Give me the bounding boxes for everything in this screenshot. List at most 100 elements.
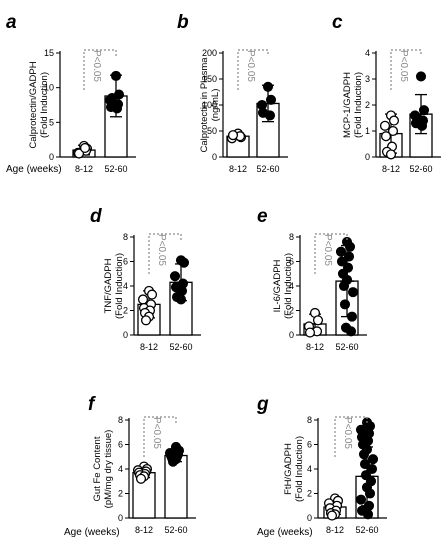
data-point	[137, 294, 149, 305]
data-point	[344, 241, 356, 252]
y-axis-label: Gut Fe Content	[92, 436, 103, 501]
significance-bracket	[143, 416, 177, 457]
x-tick-label: 52-60	[169, 342, 192, 352]
y-tick-label: 6	[289, 257, 294, 267]
x-tick-label: 8-12	[306, 342, 324, 352]
y-tick-label: 6	[307, 440, 312, 450]
data-point	[358, 449, 370, 460]
data-point	[312, 315, 324, 326]
x-tick-label: 8-12	[140, 342, 158, 352]
data-point	[178, 257, 190, 268]
y-tick-label: 3	[365, 74, 370, 84]
data-point	[411, 112, 423, 124]
p-value-annotation: P<0.05	[156, 234, 167, 266]
p-value-annotation: P<0.05	[245, 50, 256, 82]
x-tick-label: 8-12	[229, 164, 247, 174]
data-point	[110, 70, 122, 81]
x-tick-label: 8-12	[135, 525, 153, 535]
y-tick-label: 5	[49, 117, 54, 127]
age-axis-label: Age (weeks)	[64, 527, 120, 538]
data-point	[140, 315, 152, 326]
p-value-annotation: P<0.05	[398, 50, 409, 82]
y-tick-label: 0	[212, 152, 217, 162]
y-tick-label: 0	[118, 513, 123, 523]
data-point	[265, 94, 277, 105]
data-point	[359, 459, 371, 470]
x-tick-label: 52-60	[164, 525, 187, 535]
data-point	[257, 107, 269, 118]
y-tick-label: 4	[307, 464, 312, 474]
data-point	[79, 142, 91, 154]
y-tick-label: 0	[307, 513, 312, 523]
y-axis-label: TNF/GADPH	[103, 258, 114, 313]
data-point	[339, 299, 351, 310]
panel-label: d	[90, 206, 102, 227]
y-tick-label: 100	[202, 100, 217, 110]
significance-bracket	[237, 49, 269, 90]
y-tick-label: 4	[289, 281, 294, 291]
y-tick-label: 150	[202, 74, 217, 84]
y-axis-label: (pM/mg dry tissue)	[103, 430, 114, 509]
significance-bracket	[83, 49, 117, 90]
data-point	[416, 120, 428, 131]
x-tick-label: 8-12	[75, 164, 93, 174]
panel-label: b	[177, 12, 189, 33]
x-tick-label: 8-12	[382, 164, 400, 174]
data-point	[388, 115, 400, 126]
p-value-annotation: P<0.05	[322, 234, 333, 266]
x-tick-label: 52-60	[256, 164, 279, 174]
y-tick-label: 2	[123, 306, 128, 316]
y-tick-label: 6	[118, 440, 123, 450]
y-tick-label: 15	[44, 48, 54, 58]
data-point	[367, 454, 379, 465]
y-axis-label: MCP-1/GADPH	[342, 72, 353, 138]
y-tick-label: 0	[49, 152, 54, 162]
x-tick-label: 52-60	[104, 164, 127, 174]
y-tick-label: 2	[307, 489, 312, 499]
y-axis-label: (Fold Induction)	[114, 253, 125, 319]
y-axis-label: (Fold Induction)	[283, 253, 294, 319]
data-point	[175, 294, 187, 305]
significance-bracket	[148, 233, 182, 274]
data-point	[379, 120, 391, 131]
panel-label: a	[6, 12, 17, 33]
significance-bracket	[334, 416, 368, 457]
age-axis-label: Age (weeks)	[257, 527, 313, 538]
data-point	[111, 103, 123, 114]
x-tick-label: 8-12	[326, 525, 344, 535]
x-tick-label: 52-60	[355, 525, 378, 535]
y-tick-label: 2	[118, 489, 123, 499]
data-point	[355, 494, 367, 505]
p-value-annotation: P<0.05	[151, 417, 162, 449]
data-point	[346, 311, 358, 322]
p-value-annotation: P<0.05	[342, 417, 353, 449]
y-tick-label: 4	[118, 464, 123, 474]
data-point	[338, 280, 350, 292]
panel-label: e	[257, 206, 268, 227]
data-point	[146, 289, 158, 300]
y-tick-label: 2	[365, 100, 370, 110]
data-point	[364, 488, 376, 499]
panel-label: f	[88, 394, 96, 415]
y-axis-label: Calprotectin in Plasma	[199, 57, 210, 153]
y-tick-label: 8	[123, 232, 128, 242]
data-point	[362, 509, 374, 520]
y-axis-label: (ng/mL)	[210, 89, 221, 122]
data-point	[326, 510, 338, 521]
data-point	[345, 326, 357, 337]
y-tick-label: 1	[365, 126, 370, 136]
y-tick-label: 8	[307, 415, 312, 425]
data-point	[167, 456, 179, 467]
x-tick-label: 52-60	[335, 342, 358, 352]
data-point	[366, 463, 378, 475]
y-tick-label: 0	[289, 330, 294, 340]
y-axis-label: IL-6/GADPH	[272, 259, 283, 312]
y-tick-label: 6	[123, 257, 128, 267]
data-point	[227, 130, 239, 141]
data-point	[304, 327, 316, 338]
y-tick-label: 50	[207, 126, 217, 136]
